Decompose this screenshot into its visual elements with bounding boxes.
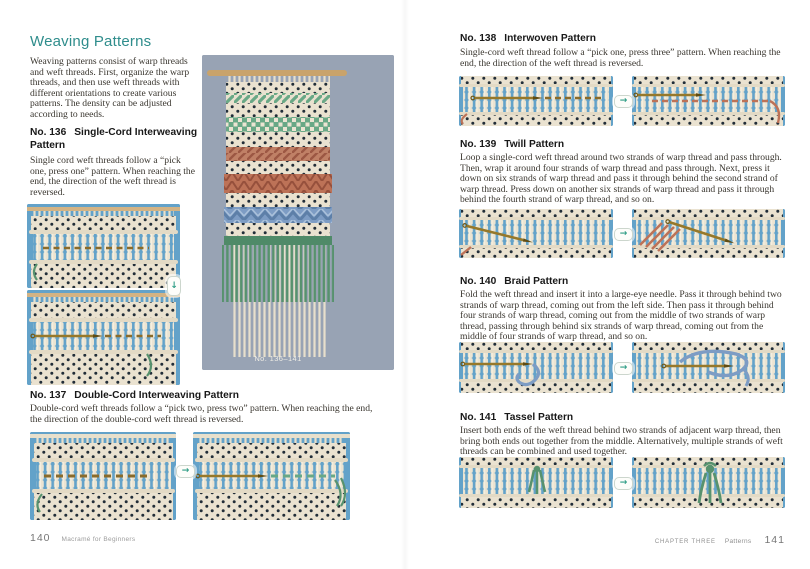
page-number: 140 bbox=[30, 532, 51, 544]
photo-no139-step1 bbox=[459, 209, 613, 258]
section-heading-141: No. 141 Tassel Pattern bbox=[460, 412, 790, 425]
section-number: No. 141 bbox=[460, 412, 497, 423]
page-title: Weaving Patterns bbox=[30, 33, 152, 50]
section-title: Braid Pattern bbox=[504, 276, 569, 287]
photo-no140-step2 bbox=[632, 342, 785, 393]
section-number: No. 140 bbox=[460, 276, 497, 287]
photo-no136-step2 bbox=[27, 290, 180, 385]
chapter-label: CHAPTER THREE bbox=[654, 539, 716, 545]
photo-no137-step2 bbox=[193, 432, 350, 520]
section-heading-140: No. 140 Braid Pattern bbox=[460, 276, 790, 289]
section-title: Double-Cord Interweaving Pattern bbox=[74, 390, 239, 401]
section-body-138: Single-cord weft thread follow a “pick o… bbox=[460, 47, 781, 69]
section-title: Twill Pattern bbox=[504, 139, 565, 150]
section-heading-137: No. 137 Double-Cord Interweaving Pattern bbox=[30, 390, 400, 403]
photo-no137-step1 bbox=[30, 432, 176, 520]
footer-left: 140 Macramé for Beginners bbox=[30, 528, 135, 546]
arrow-right-icon: → bbox=[614, 362, 633, 375]
arrow-down-icon: ↓ bbox=[167, 276, 181, 296]
photo-no138-step1 bbox=[459, 76, 613, 126]
section-heading-139: No. 139 Twill Pattern bbox=[460, 139, 790, 152]
photo-caption: No. 136–141 bbox=[254, 354, 302, 363]
section-body-140: Fold the weft thread and insert it into … bbox=[460, 289, 782, 342]
section-number: No. 136 bbox=[30, 127, 67, 138]
section-number: No. 139 bbox=[460, 139, 497, 150]
arrow-right-icon: → bbox=[614, 477, 633, 490]
photo-no139-step2 bbox=[632, 209, 785, 258]
photo-no141-step1 bbox=[459, 457, 613, 508]
arrow-right-icon: → bbox=[614, 95, 633, 108]
section-body-136: Single cord weft threads follow a “pick … bbox=[30, 155, 195, 198]
photo-no141-step2 bbox=[632, 457, 785, 508]
photo-wall-hanging: No. 136–141 bbox=[202, 55, 394, 370]
section-body-139: Loop a single-cord weft thread around tw… bbox=[460, 152, 782, 205]
section-heading-138: No. 138 Interwoven Pattern bbox=[460, 33, 790, 46]
section-title: Interwoven Pattern bbox=[504, 33, 596, 44]
page-number: 141 bbox=[764, 534, 785, 546]
section-body-141: Insert both ends of the weft thread behi… bbox=[460, 425, 783, 457]
footer-right: CHAPTER THREE Patterns 141 bbox=[655, 530, 785, 548]
book-title: Macramé for Beginners bbox=[61, 536, 136, 543]
page-spine-divider bbox=[401, 0, 409, 569]
photo-no138-step2 bbox=[632, 76, 785, 126]
photo-no136-step1 bbox=[27, 204, 180, 288]
section-number: No. 138 bbox=[460, 33, 497, 44]
photo-no140-step1 bbox=[459, 342, 613, 393]
arrow-right-icon: → bbox=[614, 228, 633, 241]
section-title: Single-Cord Interweaving Pattern bbox=[30, 127, 198, 151]
chapter-topic: Patterns bbox=[724, 538, 752, 545]
intro-paragraph: Weaving patterns consist of warp threads… bbox=[30, 56, 190, 120]
section-body-137: Double-cord weft threads follow a “pick … bbox=[30, 403, 373, 425]
section-title: Tassel Pattern bbox=[504, 412, 574, 423]
arrow-right-icon: → bbox=[176, 465, 195, 478]
section-number: No. 137 bbox=[30, 390, 67, 401]
